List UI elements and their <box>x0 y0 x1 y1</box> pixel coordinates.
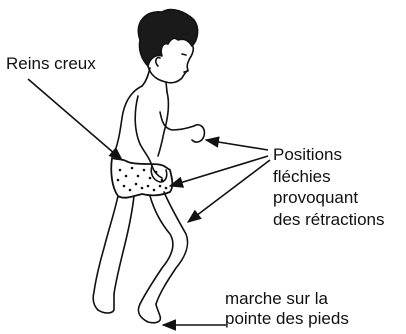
arrow-arm <box>206 140 268 150</box>
label-line: marche sur la <box>225 288 349 308</box>
hand-right <box>192 125 204 142</box>
arm-left <box>135 96 162 178</box>
label-line: pointe des pieds <box>225 308 349 328</box>
ear <box>156 58 160 66</box>
arrow-knee <box>188 160 270 222</box>
arrow-reins <box>28 79 122 160</box>
leg-front-outer <box>140 196 173 304</box>
foot-back <box>98 294 114 313</box>
shorts-pattern <box>117 167 168 192</box>
label-marche-pointe-pieds: marche sur la pointe des pieds <box>225 288 349 328</box>
label-reins-creux: Reins creux <box>6 53 96 74</box>
label-line: provoquant <box>273 187 385 209</box>
neck-back <box>142 68 150 86</box>
eye <box>182 54 186 55</box>
foot-front <box>138 304 160 323</box>
child-figure <box>93 10 204 323</box>
label-line: fléchies <box>273 166 385 188</box>
mouth <box>184 71 188 72</box>
arrow-hip <box>170 156 268 186</box>
label-line: des rétractions <box>273 209 385 231</box>
neck-front <box>166 82 167 92</box>
hair <box>138 10 197 66</box>
label-line: Positions <box>273 144 385 166</box>
leg-back-inner <box>114 196 134 294</box>
shorts <box>111 158 172 198</box>
label-positions-flechies: Positions fléchies provoquant des rétrac… <box>273 144 385 230</box>
